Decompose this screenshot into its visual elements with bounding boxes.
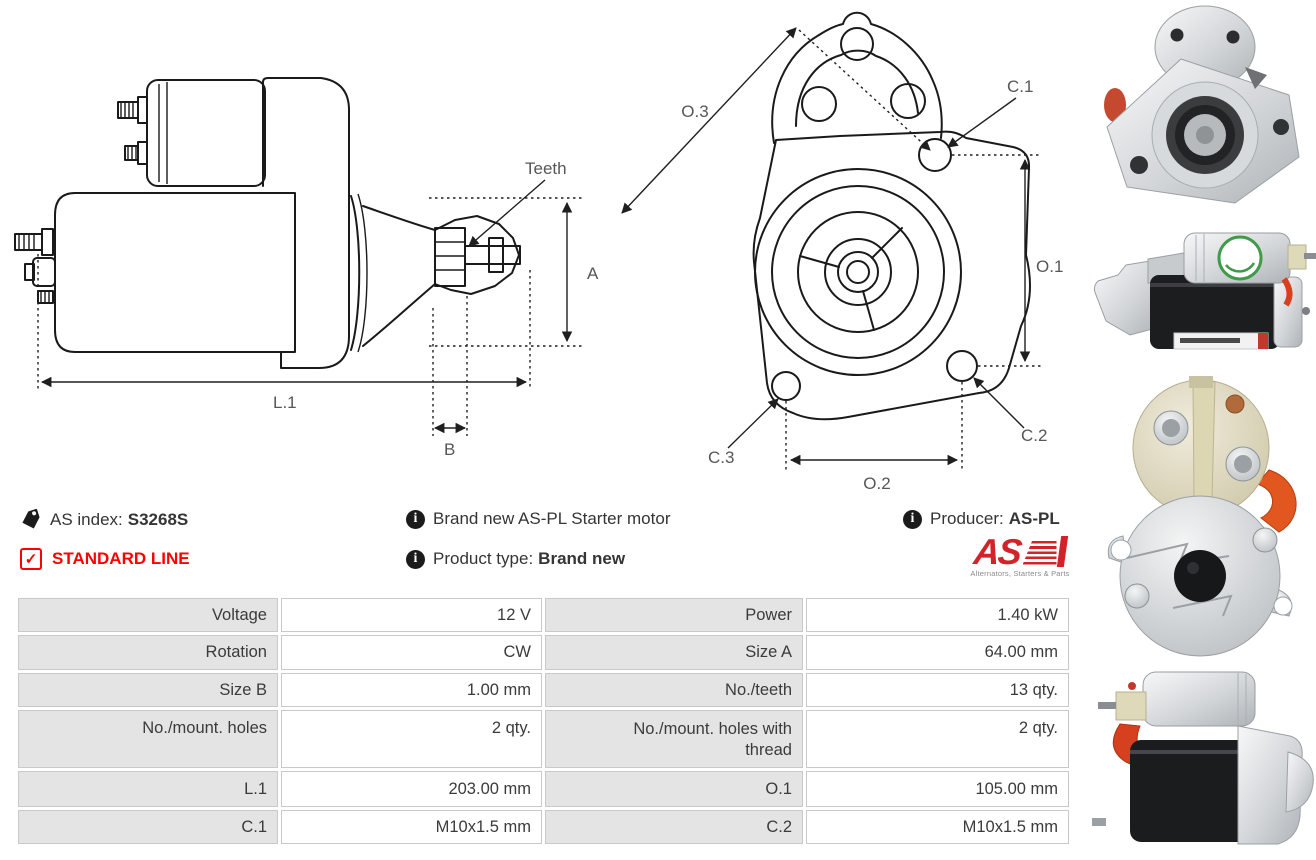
spec-label-cell: No./mount. holes with thread [545,710,803,768]
as-pl-logo: AS Alternators, Starters & Parts [962,531,1078,578]
spec-label-cell: Size A [545,635,803,670]
spec-value-cell: 1.00 mm [281,673,542,707]
dim-label-c3: C.3 [708,448,734,467]
dim-label-c1: C.1 [1007,77,1033,96]
dim-label-l1: L.1 [273,393,297,412]
logo-as-text: AS [972,531,1023,572]
spec-value-cell: 13 qty. [806,673,1069,707]
spec-value-cell: 105.00 mm [806,771,1069,807]
side-view-drawing: A L.1 B Teeth [14,77,599,459]
spec-value-cell: M10x1.5 mm [806,810,1069,844]
info-icon: i [406,549,425,569]
brand-new-text: Brand new AS-PL Starter motor [433,509,671,528]
spec-label-cell: No./mount. holes [18,710,278,768]
spec-label-cell: C.1 [18,810,278,844]
product-type-label: Product type: [433,549,534,568]
producer-label: Producer: [930,509,1004,528]
spec-label-cell: Power [545,598,803,632]
dim-label-o2: O.2 [863,474,890,493]
producer-info: i Producer: AS-PL [903,509,1060,529]
spec-value-cell: 12 V [281,598,542,632]
dim-label-a: A [587,264,599,283]
spec-label-cell: Voltage [18,598,278,632]
brand-new-info: i Brand new AS-PL Starter motor [406,509,670,529]
standard-line: ✓ STANDARD LINE [20,548,190,570]
spec-label-cell: C.2 [545,810,803,844]
info-icon: i [406,509,425,529]
spec-label-cell: O.1 [545,771,803,807]
dim-label-o1: O.1 [1036,257,1063,276]
as-index-value: S3268S [127,510,189,529]
checked-checkbox-icon: ✓ [20,548,42,570]
spec-value-cell: CW [281,635,542,670]
product-photo-flange-front [1104,5,1300,204]
logo-bar [1056,536,1068,567]
spec-table: Voltage 12 V Power 1.40 kW Rotation CW S… [18,598,1069,844]
dim-label-b: B [444,440,455,459]
as-index-label: AS index: [50,510,123,529]
tag-icon [22,509,40,529]
spec-label-cell: No./teeth [545,673,803,707]
spec-label-cell: Size B [18,673,278,707]
logo-stripes [1022,541,1057,565]
info-icon: i [903,509,922,529]
dim-label-teeth: Teeth [525,159,567,178]
logo-tagline: Alternators, Starters & Parts [970,569,1070,578]
spec-label-cell: L.1 [18,771,278,807]
spec-value-cell: 1.40 kW [806,598,1069,632]
spec-value-cell: 203.00 mm [281,771,542,807]
product-photo-starter-side-2 [1092,671,1314,845]
as-index: AS index: S3268S [20,509,188,531]
spec-value-cell: M10x1.5 mm [281,810,542,844]
front-view-drawing: O.3 C.1 O.1 O.2 C.2 C.3 [621,11,1063,493]
spec-label-cell: Rotation [18,635,278,670]
product-photo-rear-solenoid [1107,376,1297,657]
spec-value-cell: 2 qty. [806,710,1069,768]
spec-value-cell: 2 qty. [281,710,542,768]
product-photo-starter-side [1093,232,1316,350]
dim-label-c2: C.2 [1021,426,1047,445]
producer-value: AS-PL [1008,509,1060,528]
standard-line-label: STANDARD LINE [52,549,190,568]
product-type-value: Brand new [538,549,626,568]
spec-label-text: No./mount. holes with thread [633,720,792,760]
dim-label-o3: O.3 [681,102,708,121]
spec-value-cell: 64.00 mm [806,635,1069,670]
product-type-info: i Product type: Brand new [406,549,625,569]
